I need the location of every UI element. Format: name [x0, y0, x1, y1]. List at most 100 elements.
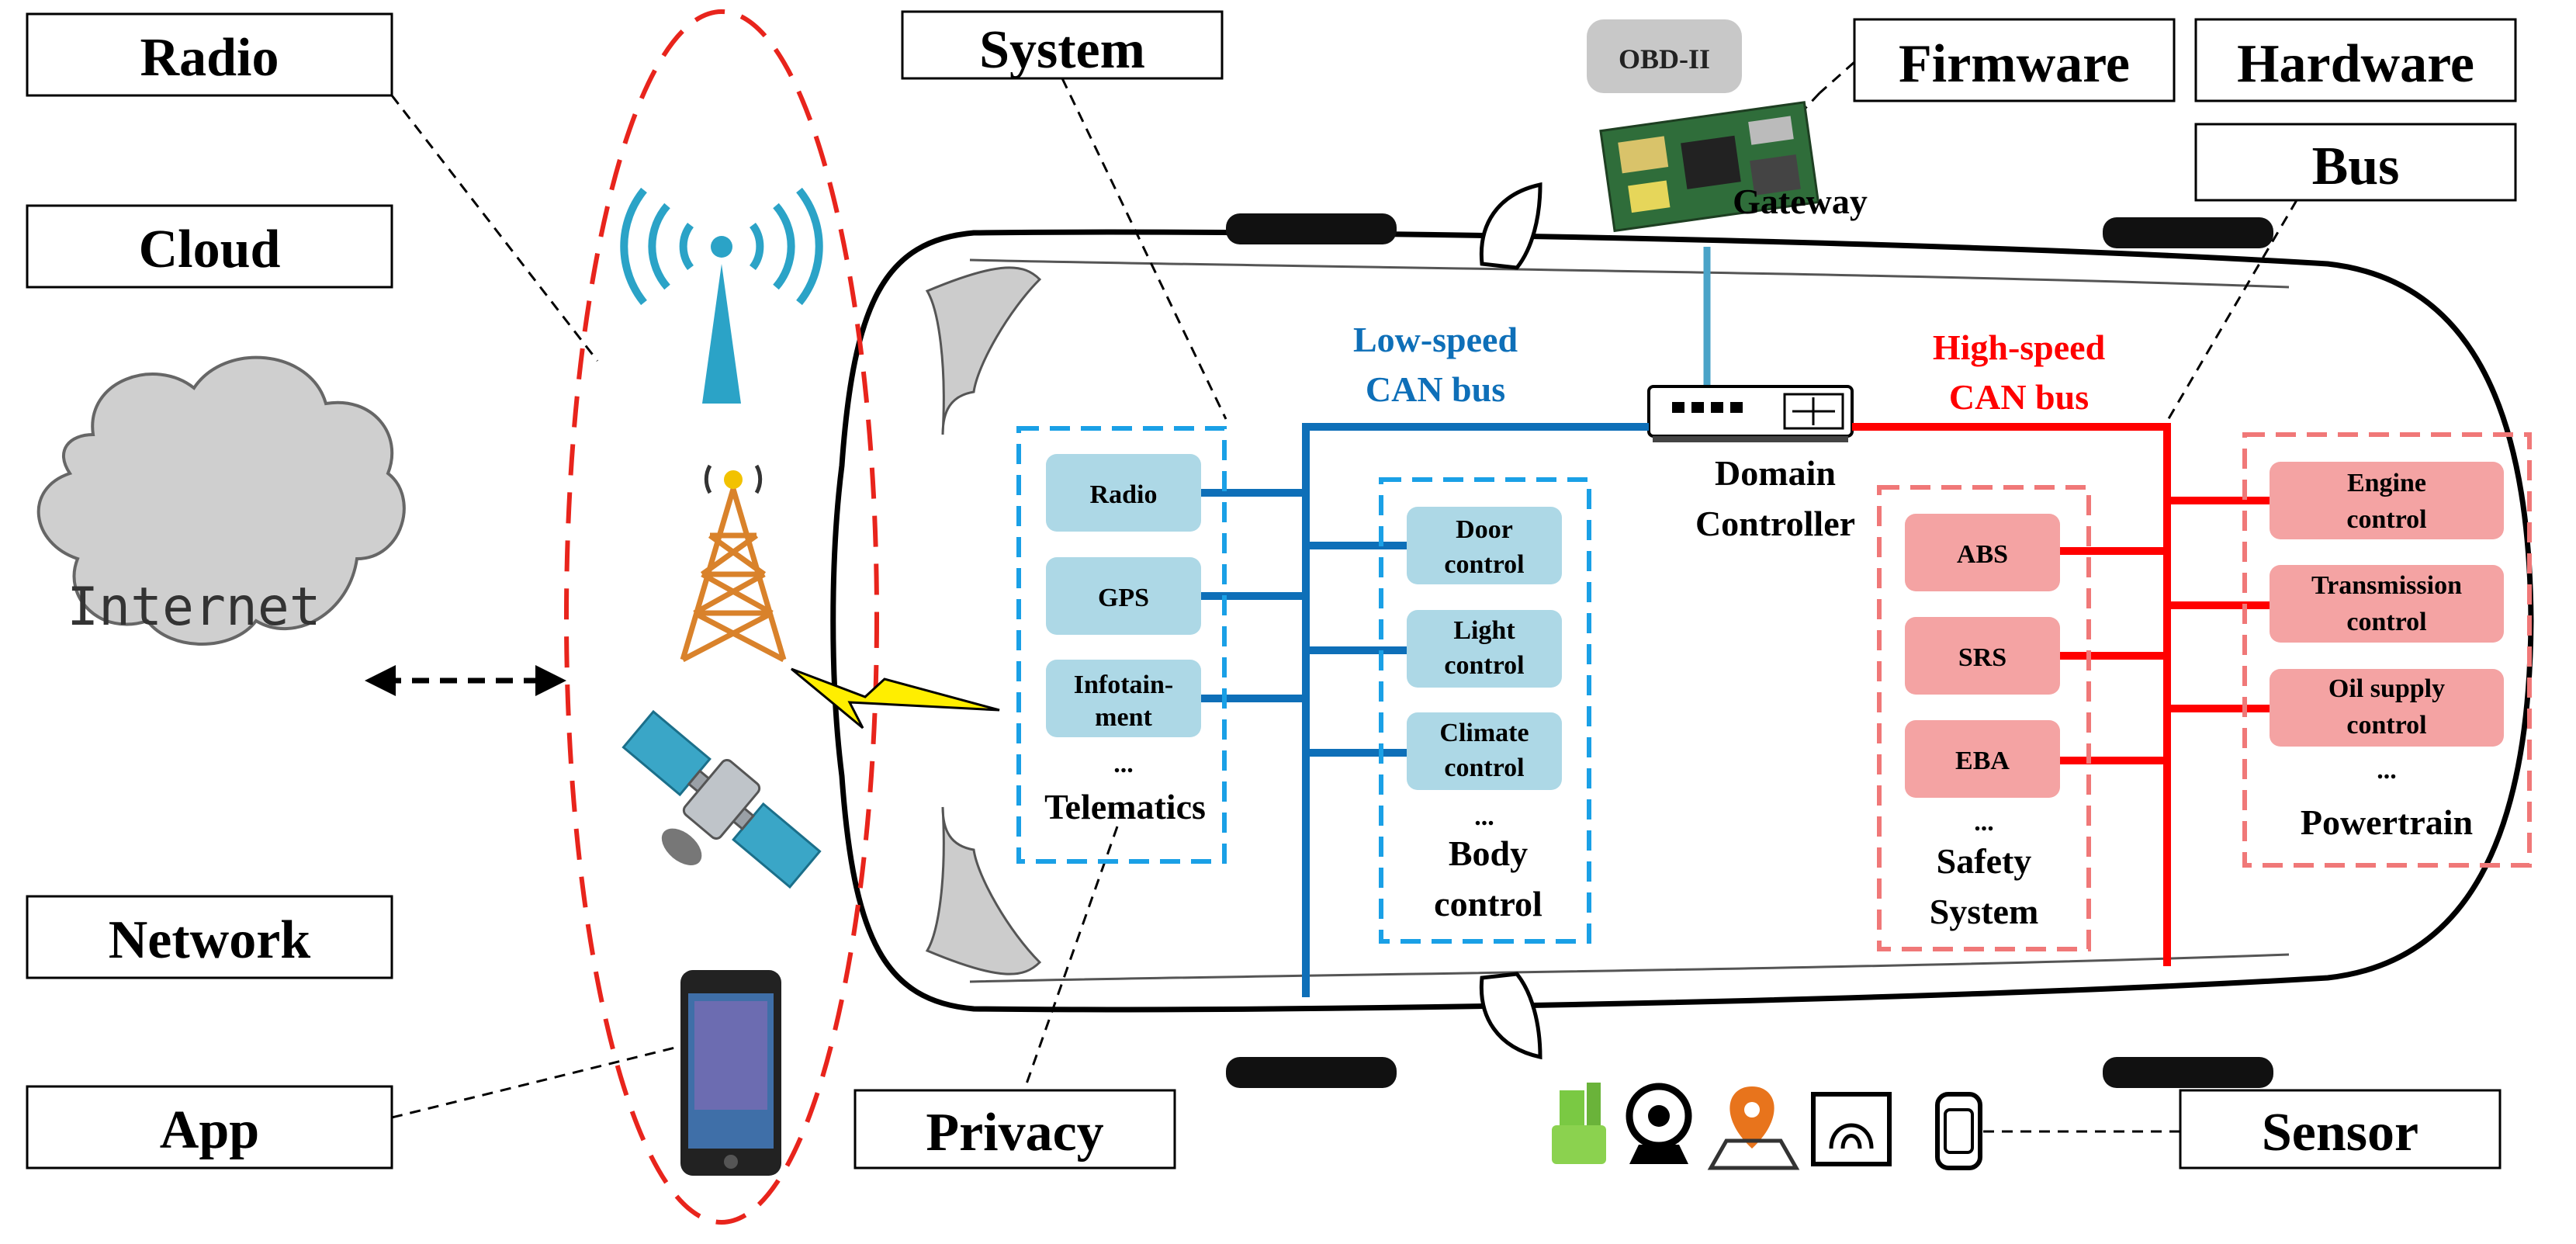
sensor-camera-icon: [1626, 1083, 1692, 1164]
svg-text:Radio: Radio: [1090, 480, 1158, 509]
leader-line-firmware: [1819, 61, 1855, 95]
ecu-infotainment: Infotain- ment: [1046, 660, 1201, 737]
body-control-ellipsis: ...: [1474, 802, 1494, 831]
body-control-title-2: control: [1434, 884, 1542, 923]
wheel-icon: [1226, 213, 1397, 244]
telematics-title: Telematics: [1044, 787, 1206, 826]
wheel-icon: [1226, 1057, 1397, 1088]
label-app-text: App: [160, 1100, 259, 1160]
svg-text:GPS: GPS: [1098, 584, 1149, 612]
obd-port: OBD-II: [1587, 19, 1742, 93]
svg-text:Door: Door: [1456, 515, 1513, 544]
ecu-transmission-control: Transmission control: [2270, 565, 2504, 643]
svg-text:SRS: SRS: [1958, 643, 2006, 672]
powertrain-group-box: [2242, 432, 2532, 868]
telematics-group-box: [1016, 426, 1227, 864]
label-hardware-text: Hardware: [2237, 34, 2474, 94]
svg-text:ABS: ABS: [1957, 540, 2008, 569]
leader-line-system: [1061, 78, 1227, 420]
sensor-gps-pin-icon: [1707, 1086, 1800, 1170]
high-speed-bus-label-1: High-speed: [1933, 327, 2106, 367]
domain-controller-label-2: Controller: [1695, 504, 1855, 543]
gateway-label: Gateway: [1733, 182, 1868, 221]
gateway-board-icon: [1599, 101, 1820, 233]
svg-text:control: control: [1444, 754, 1524, 782]
wireless-link-bolt-icon: [791, 667, 1000, 729]
label-network-text: Network: [109, 910, 311, 970]
internet-label: Internet: [67, 577, 321, 638]
wheel-icon: [2103, 1057, 2273, 1088]
network-ellipse: [564, 9, 879, 1225]
car-inner-line: [969, 258, 2290, 289]
safety-ellipsis: ...: [1974, 808, 1994, 837]
svg-text:Transmission: Transmission: [2311, 571, 2462, 600]
label-privacy-text: Privacy: [926, 1103, 1103, 1163]
safety-title-1: Safety: [1937, 841, 2032, 881]
leader-line-radio: [390, 95, 599, 362]
svg-text:Light: Light: [1453, 616, 1515, 645]
ecu-oil-supply-control: Oil supply control: [2270, 669, 2504, 747]
label-cloud-text: Cloud: [139, 220, 281, 279]
powertrain-title: Powertrain: [2301, 802, 2473, 842]
ecu-radio: Radio: [1046, 454, 1201, 532]
car-inner-line: [969, 953, 2290, 983]
side-mirror-icon: [1479, 972, 1542, 1060]
body-control-group-box: [1379, 477, 1591, 944]
label-system: System: [901, 10, 1224, 80]
high-speed-can-bus: [1852, 423, 2270, 966]
svg-text:control: control: [2346, 505, 2426, 534]
powertrain-ellipsis: ...: [2377, 756, 2397, 785]
ecu-abs: ABS: [1905, 514, 2060, 591]
label-app: App: [26, 1085, 393, 1169]
telematics-ellipsis: ...: [1113, 750, 1134, 778]
svg-text:Climate: Climate: [1439, 719, 1529, 747]
domain-controller-label-1: Domain: [1715, 453, 1836, 493]
svg-text:EBA: EBA: [1955, 747, 2010, 775]
satellite-icon: [621, 709, 822, 889]
radio-tower-icon: [620, 187, 823, 404]
headlight-icon: [925, 266, 1042, 435]
sensor-radar-icon: [1811, 1092, 1892, 1166]
ecu-eba: EBA: [1905, 720, 2060, 798]
high-speed-bus-label-2: CAN bus: [1949, 377, 2089, 417]
cell-tower-icon: [680, 464, 787, 663]
label-privacy: Privacy: [853, 1089, 1176, 1169]
ecu-climate-control: Climate control: [1407, 712, 1562, 790]
wheel-icon: [2103, 217, 2273, 248]
safety-title-2: System: [1930, 892, 2039, 931]
svg-text:Infotain-: Infotain-: [1074, 671, 1173, 699]
svg-text:Engine: Engine: [2347, 469, 2426, 497]
label-bus-text: Bus: [2312, 137, 2400, 196]
safety-system-group-box: [1877, 485, 2091, 951]
label-firmware-text: Firmware: [1899, 34, 2130, 94]
svg-text:control: control: [1444, 651, 1524, 680]
label-sensor-text: Sensor: [2262, 1103, 2418, 1163]
body-control-title-1: Body: [1449, 833, 1528, 873]
svg-text:Oil supply: Oil supply: [2328, 674, 2445, 703]
svg-text:control: control: [2346, 608, 2426, 636]
svg-text:control: control: [2346, 711, 2426, 740]
car-body-outline: [830, 229, 2534, 1013]
low-speed-bus-label-2: CAN bus: [1366, 369, 1505, 409]
label-network: Network: [26, 895, 393, 979]
phone-icon: [680, 970, 781, 1176]
svg-text:ment: ment: [1095, 703, 1152, 732]
label-bus: Bus: [2194, 123, 2517, 202]
label-radio: Radio: [26, 12, 393, 97]
label-system-text: System: [979, 20, 1145, 80]
headlight-icon: [925, 806, 1042, 975]
ecu-gps: GPS: [1046, 557, 1201, 635]
label-radio-text: Radio: [140, 28, 279, 88]
obd-label: OBD-II: [1619, 43, 1710, 75]
sensor-smartwatch-icon: [1935, 1092, 1982, 1170]
double-arrow: [365, 665, 566, 696]
leader-line-bus: [2163, 199, 2298, 426]
cloud-shape: [36, 355, 406, 646]
label-sensor: Sensor: [2179, 1089, 2502, 1169]
ecu-light-control: Light control: [1407, 610, 1562, 688]
side-mirror-icon: [1479, 182, 1542, 270]
domain-controller-icon: [1647, 385, 1854, 442]
svg-text:control: control: [1444, 550, 1524, 579]
ecu-door-control: Door control: [1407, 507, 1562, 584]
